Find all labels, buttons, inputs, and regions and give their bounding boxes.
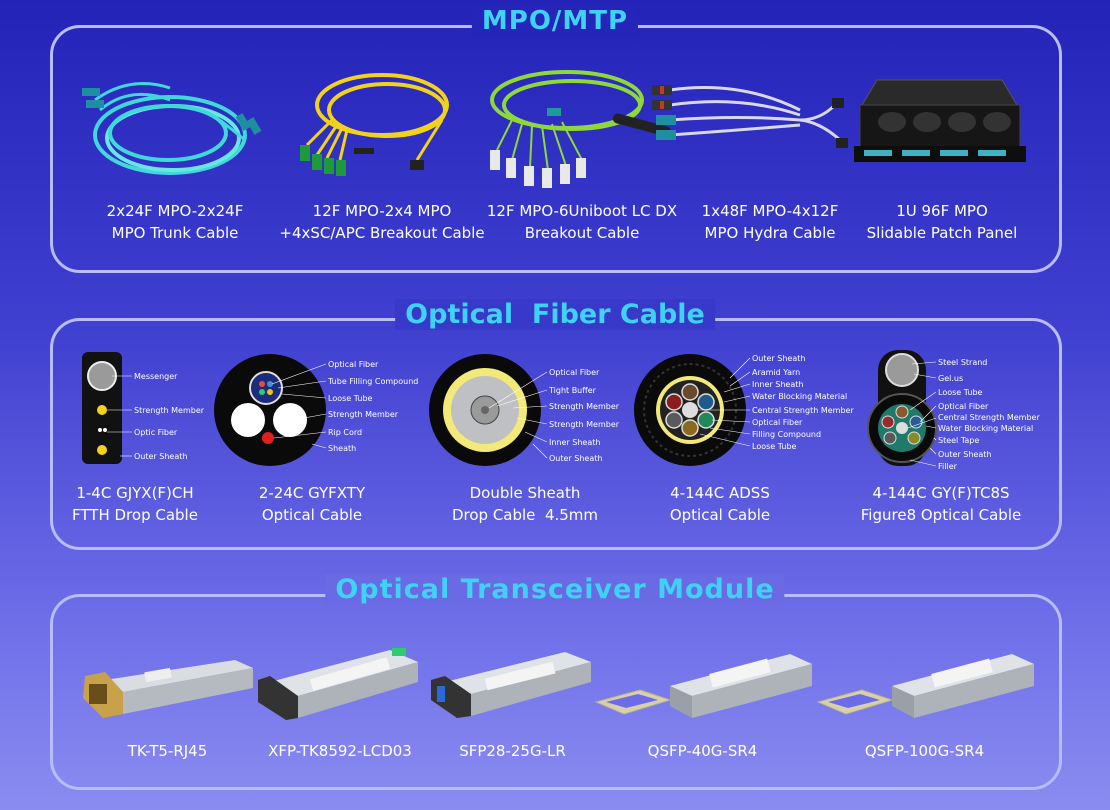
label-filling-compound: Filling Compound [752, 430, 821, 439]
product-qsfp-100g-sr4[interactable]: QSFP-100G-SR4 [812, 640, 1037, 770]
product-name-line1: 4-144C GY(F)TC8S [872, 484, 1010, 502]
product-name-line2: MPO Trunk Cable [111, 224, 239, 242]
product-name-line1: 1x48F MPO-4x12F [701, 202, 839, 220]
product-name-line2: MPO Hydra Cable [704, 224, 836, 242]
label-central-strength-member: Central Strength Member [752, 406, 854, 415]
product-name: SFP28-25G-LR [459, 742, 566, 760]
product-name-line2: Breakout Cable [524, 224, 640, 242]
product-adss-cable[interactable]: Outer Sheath Aramid Yarn Inner Sheath Wa… [630, 348, 854, 528]
product-name-line2: Figure8 Optical Cable [860, 506, 1022, 524]
qsfp-40g-module-icon [594, 654, 812, 718]
label-sheath: Sheath [328, 444, 356, 453]
sfp-rj45-module-icon [83, 660, 253, 718]
label-tube-filling-compound: Tube Filling Compound [327, 377, 418, 386]
product-name-line2: Drop Cable 4.5mm [451, 506, 599, 524]
transceiver-section-title: Optical Transceiver Module [325, 574, 785, 605]
product-xfp-tk8592-lcd03[interactable]: XFP-TK8592-LCD03 [250, 640, 430, 770]
ftth-drop-cable-cross-section-icon: Messenger Strength Member Optic Fiber Ou… [82, 352, 205, 464]
label-steel-tape: Steel Tape [938, 436, 979, 445]
product-qsfp-40g-sr4[interactable]: QSFP-40G-SR4 [590, 640, 815, 770]
label-strength-member-2: Strength Member [549, 420, 620, 429]
product-name-line1: 2-24C GYFXTY [258, 484, 366, 502]
label-messenger: Messenger [134, 372, 178, 381]
product-name-line2: Optical Cable [261, 506, 363, 524]
label-water-blocking-material: Water Blocking Material [752, 392, 847, 401]
label-optical-fiber: Optical Fiber [752, 418, 803, 427]
label-optic-fiber: Optic Fiber [134, 428, 178, 437]
label-outer-sheath: Outer Sheath [134, 452, 187, 461]
product-figure8-cable[interactable]: Steel Strand Gel.us Loose Tube Optical F… [850, 348, 1050, 528]
product-mpo-uniboot-lc-cable[interactable]: 12F MPO-6Uniboot LC DX Breakout Cable [472, 60, 692, 250]
product-ftth-drop-cable[interactable]: Messenger Strength Member Optic Fiber Ou… [60, 348, 210, 528]
label-outer-sheath: Outer Sheath [549, 454, 602, 463]
product-name-line2: Optical Cable [669, 506, 771, 524]
label-strength-member: Strength Member [134, 406, 205, 415]
product-double-sheath-drop-cable[interactable]: Optical Fiber Tight Buffer Strength Memb… [425, 348, 625, 528]
product-name: XFP-TK8592-LCD03 [268, 742, 412, 760]
label-central-strength-member: Central Strength Member [938, 413, 1040, 422]
xfp-module-icon [258, 648, 418, 720]
sfp28-module-icon [431, 652, 591, 718]
label-tight-buffer: Tight Buffer [548, 386, 597, 395]
qsfp-100g-module-icon [816, 654, 1034, 718]
product-name-line1: Double Sheath [469, 484, 581, 502]
fiber-section-title: Optical Fiber Cable [395, 299, 715, 330]
product-name-line2: Slidable Patch Panel [866, 224, 1018, 242]
product-name: TK-T5-RJ45 [127, 742, 208, 760]
label-inner-sheath: Inner Sheath [752, 380, 803, 389]
label-loose-tube: Loose Tube [752, 442, 797, 451]
label-outer-sheath: Outer Sheath [752, 354, 805, 363]
product-name-line1: 12F MPO-2x4 MPO [312, 202, 452, 220]
product-mpo-trunk-cable[interactable]: 2x24F MPO-2x24F MPO Trunk Cable [70, 60, 280, 250]
aqua-trunk-cable-icon [82, 82, 262, 175]
product-name-line1: 12F MPO-6Uniboot LC DX [486, 202, 678, 220]
product-name-line2: FTTH Drop Cable [72, 506, 198, 524]
patch-panel-icon [854, 79, 1026, 162]
label-water-blocking-material: Water Blocking Material [938, 424, 1033, 433]
label-loose-tube: Loose Tube [328, 394, 373, 403]
product-mpo-sc-breakout-cable[interactable]: 12F MPO-2x4 MPO +4xSC/APC Breakout Cable [272, 60, 492, 250]
product-name-line1: 4-144C ADSS [670, 484, 770, 502]
double-sheath-cross-section-icon: Optical Fiber Tight Buffer Strength Memb… [429, 354, 620, 466]
label-loose-tube: Loose Tube [938, 388, 983, 397]
product-name-line1: 1U 96F MPO [896, 202, 988, 220]
product-gyfxty-cable[interactable]: Optical Fiber Tube Filling Compound Loos… [212, 348, 418, 528]
label-optical-fiber: Optical Fiber [549, 368, 600, 377]
product-sfp28-25g-lr[interactable]: SFP28-25G-LR [425, 640, 600, 770]
product-name: QSFP-100G-SR4 [864, 742, 985, 760]
label-outer-sheath: Outer Sheath [938, 450, 991, 459]
label-rip-cord: Rip Cord [328, 428, 362, 437]
hydra-cable-icon [652, 85, 848, 148]
product-tk-t5-rj45[interactable]: TK-T5-RJ45 [75, 640, 260, 770]
yellow-breakout-cable-icon [300, 73, 449, 176]
product-name: QSFP-40G-SR4 [647, 742, 758, 760]
figure8-cross-section-icon: Steel Strand Gel.us Loose Tube Optical F… [867, 350, 1040, 471]
product-mpo-patch-panel[interactable]: 1U 96F MPO Slidable Patch Panel [842, 60, 1042, 250]
product-name-line2: +4xSC/APC Breakout Cable [279, 224, 485, 242]
product-name-line1: 1-4C GJYX(F)CH [76, 484, 194, 502]
label-gel-us: Gel.us [938, 374, 963, 383]
label-optical-fiber: Optical Fiber [938, 402, 989, 411]
label-strength-member: Strength Member [549, 402, 620, 411]
green-uniboot-cable-icon [490, 70, 672, 188]
gyfxty-cross-section-icon: Optical Fiber Tube Filling Compound Loos… [214, 354, 418, 466]
product-name-line1: 2x24F MPO-2x24F [106, 202, 244, 220]
label-optical-fiber: Optical Fiber [328, 360, 379, 369]
label-steel-strand: Steel Strand [938, 358, 987, 367]
adss-cross-section-icon: Outer Sheath Aramid Yarn Inner Sheath Wa… [634, 354, 854, 466]
label-inner-sheath: Inner Sheath [549, 438, 600, 447]
label-filler: Filler [938, 462, 958, 471]
label-strength-member: Strength Member [328, 410, 399, 419]
product-mpo-hydra-cable[interactable]: 1x48F MPO-4x12F MPO Hydra Cable [652, 60, 880, 250]
mpo-section-title: MPO/MTP [471, 6, 639, 36]
label-aramid-yarn: Aramid Yarn [752, 368, 800, 377]
